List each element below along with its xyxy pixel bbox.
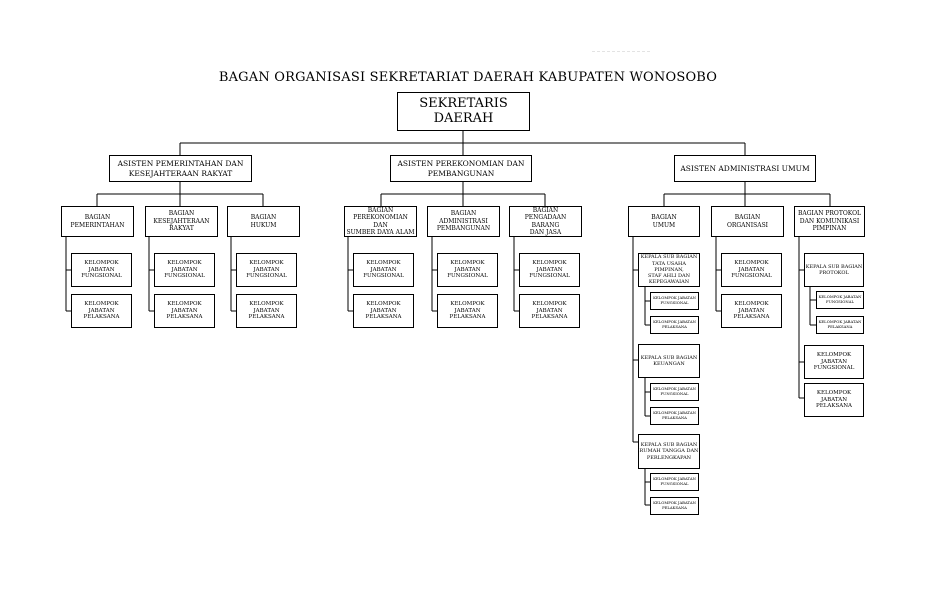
box-kelompok-fungsional: KELOMPOK JABATAN FUNGSIONAL: [650, 292, 699, 310]
box-bagian-umum: BAGIAN UMUM: [628, 206, 700, 237]
box-bagian-pemerintahan: BAGIAN PEMERINTAHAN: [61, 206, 134, 237]
box-subbagian-keuangan: KEPALA SUB BAGIAN KEUANGAN: [638, 344, 700, 378]
box-asisten-administrasi: ASISTEN ADMINISTRASI UMUM: [674, 155, 816, 182]
box-kelompok-pelaksana: KELOMPOK JABATAN PELAKSANA: [236, 294, 297, 328]
box-kelompok-fungsional: KELOMPOK JABATAN FUNGSIONAL: [650, 383, 699, 401]
box-kelompok-fungsional: KELOMPOK JABATAN FUNGSIONAL: [721, 253, 782, 287]
box-kelompok-fungsional: KELOMPOK JABATAN FUNGSIONAL: [353, 253, 414, 287]
box-bagian-kesejahteraan-rakyat: BAGIAN KESEJAHTERAAN RAKYAT: [145, 206, 218, 237]
chart-title: BAGAN ORGANISASI SEKRETARIAT DAERAH KABU…: [218, 70, 718, 85]
box-bagian-hukum: BAGIAN HUKUM: [227, 206, 300, 237]
box-kelompok-pelaksana: KELOMPOK JABATAN PELAKSANA: [650, 316, 699, 334]
box-kelompok-pelaksana: KELOMPOK JABATAN PELAKSANA: [519, 294, 580, 328]
box-kelompok-pelaksana: KELOMPOK JABATAN PELAKSANA: [721, 294, 782, 328]
box-bagian-administrasi-pembangunan: BAGIAN ADMINISTRASI PEMBANGUNAN: [427, 206, 500, 237]
box-kelompok-fungsional: KELOMPOK JABATAN FUNGSIONAL: [437, 253, 498, 287]
box-kelompok-pelaksana: KELOMPOK JABATAN PELAKSANA: [650, 407, 699, 425]
faint-mark: [592, 51, 650, 52]
box-bagian-organisasi: BAGIAN ORGANISASI: [711, 206, 784, 237]
box-kelompok-fungsional: KELOMPOK JABATAN FUNGSIONAL: [236, 253, 297, 287]
box-asisten-pemerintahan: ASISTEN PEMERINTAHAN DAN KESEJAHTERAAN R…: [109, 155, 252, 182]
box-asisten-perekonomian: ASISTEN PEREKONOMIAN DAN PEMBANGUNAN: [390, 155, 532, 182]
box-bagian-perekonomian: BAGIAN PEREKONOMIAN DAN SUMBER DAYA ALAM: [344, 206, 417, 237]
box-bagian-pengadaan-barang: BAGIAN PENGADAAN BARANG DAN JASA: [509, 206, 582, 237]
box-sekretaris-daerah: SEKRETARIS DAERAH: [397, 92, 530, 131]
box-subbagian-tata-usaha: KEPALA SUB BAGIAN TATA USAHA PIMPINAN, S…: [638, 253, 700, 287]
box-kelompok-pelaksana: KELOMPOK JABATAN PELAKSANA: [816, 316, 864, 334]
box-subbagian-rumah-tangga: KEPALA SUB BAGIAN RUMAH TANGGA DAN PERLE…: [638, 434, 700, 469]
box-kelompok-fungsional: KELOMPOK JABATAN FUNGSIONAL: [71, 253, 132, 287]
box-kelompok-fungsional: KELOMPOK JABATAN FUNGSIONAL: [154, 253, 215, 287]
box-kelompok-fungsional: KELOMPOK JABATAN FUNGSIONAL: [816, 291, 864, 309]
box-kelompok-pelaksana: KELOMPOK JABATAN PELAKSANA: [804, 383, 864, 417]
box-kelompok-fungsional: KELOMPOK JABATAN FUNGSIONAL: [804, 345, 864, 379]
box-subbagian-protokol: KEPALA SUB BAGIAN PROTOKOL: [804, 253, 864, 287]
box-kelompok-pelaksana: KELOMPOK JABATAN PELAKSANA: [154, 294, 215, 328]
box-kelompok-pelaksana: KELOMPOK JABATAN PELAKSANA: [650, 497, 699, 515]
box-bagian-protokol: BAGIAN PROTOKOL DAN KOMUNIKASI PIMPINAN: [794, 206, 865, 237]
box-kelompok-fungsional: KELOMPOK JABATAN FUNGSIONAL: [650, 473, 699, 491]
box-kelompok-pelaksana: KELOMPOK JABATAN PELAKSANA: [437, 294, 498, 328]
box-kelompok-fungsional: KELOMPOK JABATAN FUNGSIONAL: [519, 253, 580, 287]
box-kelompok-pelaksana: KELOMPOK JABATAN PELAKSANA: [71, 294, 132, 328]
box-kelompok-pelaksana: KELOMPOK JABATAN PELAKSANA: [353, 294, 414, 328]
